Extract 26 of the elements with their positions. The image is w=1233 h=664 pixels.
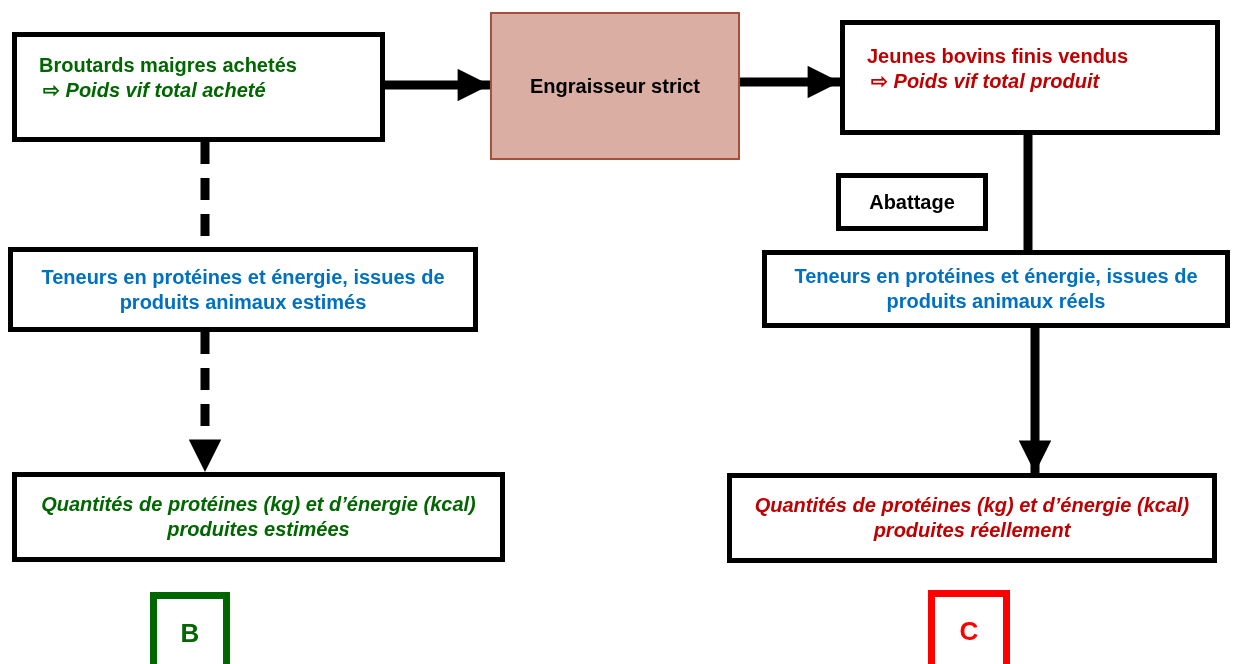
node-text: Quantités de protéines (kg) et d’énergie (kcal) produites réellement bbox=[753, 493, 1191, 543]
node-text: C bbox=[959, 615, 979, 648]
text-box bbox=[12, 472, 505, 562]
text-box bbox=[840, 20, 1220, 135]
text-box bbox=[8, 247, 478, 332]
node-text: Abattage bbox=[869, 189, 955, 215]
arrow bbox=[1018, 328, 1052, 473]
text-box bbox=[836, 173, 988, 231]
arrow bbox=[188, 332, 222, 472]
node-text: Teneurs en protéines et énergie, issues de produits animaux estimés bbox=[40, 264, 446, 315]
node-text: ⇨ Poids vif total acheté bbox=[43, 78, 266, 103]
text-box bbox=[762, 250, 1230, 328]
label-box bbox=[150, 592, 230, 664]
label-box bbox=[928, 590, 1010, 664]
arrow bbox=[740, 65, 840, 99]
text-box bbox=[12, 32, 385, 142]
node-text: Broutards maigres achetés bbox=[39, 53, 297, 78]
node-text: ⇨ Poids vif total produit bbox=[871, 68, 1100, 94]
text-box bbox=[727, 473, 1217, 563]
node-text: Jeunes bovins finis vendus bbox=[867, 43, 1129, 69]
node-text: Quantités de protéines (kg) et d’énergie (kcal) produites estimées bbox=[40, 492, 477, 542]
arrow bbox=[385, 68, 490, 102]
node-text: Teneurs en protéines et énergie, issues de produits animaux réels bbox=[793, 264, 1199, 314]
node-text: B bbox=[180, 617, 200, 650]
node-text: Engraisseur strict bbox=[529, 73, 701, 99]
process-box bbox=[490, 12, 740, 160]
